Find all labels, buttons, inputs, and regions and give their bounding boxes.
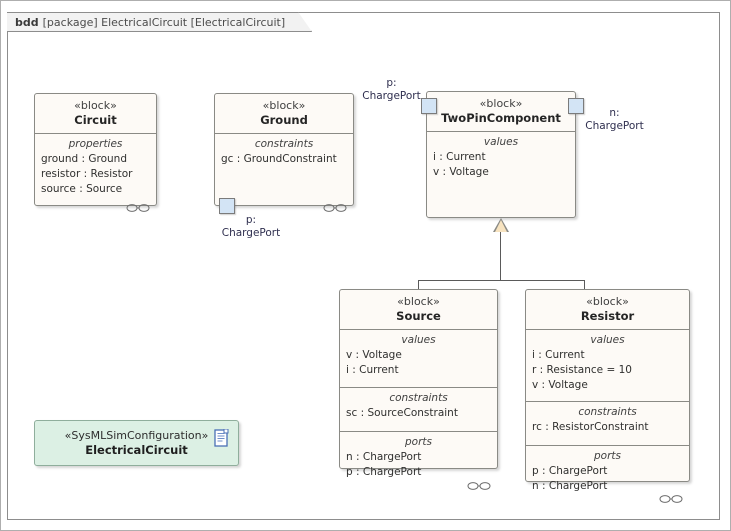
block-source-name: Source — [396, 309, 441, 323]
parametric-glasses-icon — [323, 204, 347, 212]
block-resistor-name: Resistor — [580, 309, 635, 323]
diagram-title-tab[interactable]: bdd [package] ElectricalCircuit [Electri… — [7, 12, 312, 32]
feature-rc: rc : ResistorConstraint — [532, 421, 649, 433]
feature-i: i : Current — [346, 364, 399, 376]
block-source-compartment-values: values v : Voltage i : Current — [340, 330, 497, 387]
block-ground-stereotype: «block» — [262, 99, 306, 112]
feature-v: v : Voltage — [346, 349, 402, 361]
port-label-line2: ChargePort — [221, 227, 281, 239]
feature-ground: ground : Ground — [41, 153, 127, 165]
generalization-crossbar — [418, 280, 584, 281]
feature-gc: gc : GroundConstraint — [221, 153, 337, 165]
block-two-pin-component-stereotype: «block» — [479, 97, 523, 110]
port-ground-p[interactable] — [219, 198, 235, 214]
block-ground-header: «block» Ground — [215, 94, 353, 134]
block-resistor-header: «block» Resistor — [526, 290, 689, 330]
parametric-glasses-icon — [659, 495, 683, 503]
block-circuit-stereotype: «block» — [74, 99, 117, 112]
block-source-compartment-ports: ports n : ChargePort p : ChargePort — [340, 431, 497, 495]
compartment-title: ports — [594, 450, 621, 462]
block-ground-compartment-constraints: constraints gc : GroundConstraint — [215, 134, 353, 217]
feature-sc: sc : SourceConstraint — [346, 407, 458, 419]
feature-i: i : Current — [532, 349, 585, 361]
block-resistor-compartment-constraints: constraints rc : ResistorConstraint — [526, 401, 689, 445]
block-resistor-stereotype: «block» — [586, 295, 629, 308]
parametric-glasses-icon — [467, 482, 491, 490]
port-label-line2: ChargePort — [362, 90, 421, 102]
feature-resistor: resistor : Resistor — [41, 168, 133, 180]
port-ground-p-label: p: ChargePort — [187, 214, 315, 240]
compartment-title: values — [590, 334, 625, 346]
generalization-stem — [500, 232, 501, 280]
block-two-pin-component-name: TwoPinComponent — [441, 111, 561, 125]
feature-r: r : Resistance = 10 — [532, 364, 632, 376]
block-resistor-compartment-values: values i : Current r : Resistance = 10 v… — [526, 330, 689, 401]
port-label-line1: n: — [609, 107, 620, 119]
block-ground[interactable]: «block» Ground constraints gc : GroundCo… — [214, 93, 354, 212]
compartment-title: constraints — [578, 406, 637, 418]
block-two-pin-component-compartment-values: values i : Current v : Voltage — [427, 132, 575, 229]
compartment-title: values — [401, 334, 436, 346]
generalization-branch-source — [418, 280, 419, 291]
sysmlsim-configuration-element[interactable]: «SysMLSimConfiguration» ElectricalCircui… — [34, 420, 239, 466]
block-ground-name: Ground — [260, 113, 308, 127]
compartment-title: ports — [405, 436, 432, 448]
port-twopin-n[interactable] — [568, 98, 584, 114]
feature-source: source : Source — [41, 183, 123, 195]
block-source-stereotype: «block» — [397, 295, 440, 308]
parametric-glasses-icon — [126, 204, 150, 212]
block-circuit-name: Circuit — [74, 113, 117, 127]
block-source-compartment-constraints: constraints sc : SourceConstraint — [340, 387, 497, 431]
block-resistor-compartment-ports: ports p : ChargePort n : ChargePort — [526, 445, 689, 508]
feature-i: i : Current — [433, 151, 486, 163]
port-twopin-n-label: n: ChargePort — [567, 107, 662, 133]
block-source[interactable]: «block» Source values v : Voltage i : Cu… — [339, 289, 498, 490]
diagram-kind-label: bdd — [15, 15, 39, 29]
block-two-pin-component[interactable]: «block» TwoPinComponent values i : Curre… — [426, 91, 576, 218]
port-label-line1: p: — [245, 214, 257, 226]
document-icon — [214, 429, 229, 447]
block-circuit[interactable]: «block» Circuit properties ground : Grou… — [34, 93, 157, 212]
block-source-header: «block» Source — [340, 290, 497, 330]
sim-config-stereotype: «SysMLSimConfiguration» — [64, 429, 209, 442]
feature-p: p : ChargePort — [346, 466, 422, 478]
block-circuit-header: «block» Circuit — [35, 94, 156, 134]
feature-p: p : ChargePort — [532, 465, 608, 477]
port-label-line1: p: — [386, 77, 397, 89]
port-label-line2: ChargePort — [585, 120, 644, 132]
sim-config-name: ElectricalCircuit — [85, 443, 188, 457]
compartment-title: constraints — [389, 392, 448, 404]
compartment-title: constraints — [254, 138, 314, 150]
feature-n: n : ChargePort — [346, 451, 422, 463]
port-twopin-p-label: p: ChargePort — [354, 77, 429, 103]
block-resistor[interactable]: «block» Resistor values i : Current r : … — [525, 289, 690, 503]
compartment-title: properties — [68, 138, 123, 150]
feature-v: v : Voltage — [433, 166, 489, 178]
generalization-branch-resistor — [584, 280, 585, 291]
feature-n: n : ChargePort — [532, 480, 608, 492]
port-twopin-p[interactable] — [421, 98, 437, 114]
diagram-scope-label: [package] ElectricalCircuit [ElectricalC… — [42, 15, 286, 29]
block-circuit-compartment-properties: properties ground : Ground resistor : Re… — [35, 134, 156, 217]
block-two-pin-component-header: «block» TwoPinComponent — [427, 92, 575, 132]
feature-v: v : Voltage — [532, 379, 588, 391]
compartment-title: values — [483, 136, 519, 148]
